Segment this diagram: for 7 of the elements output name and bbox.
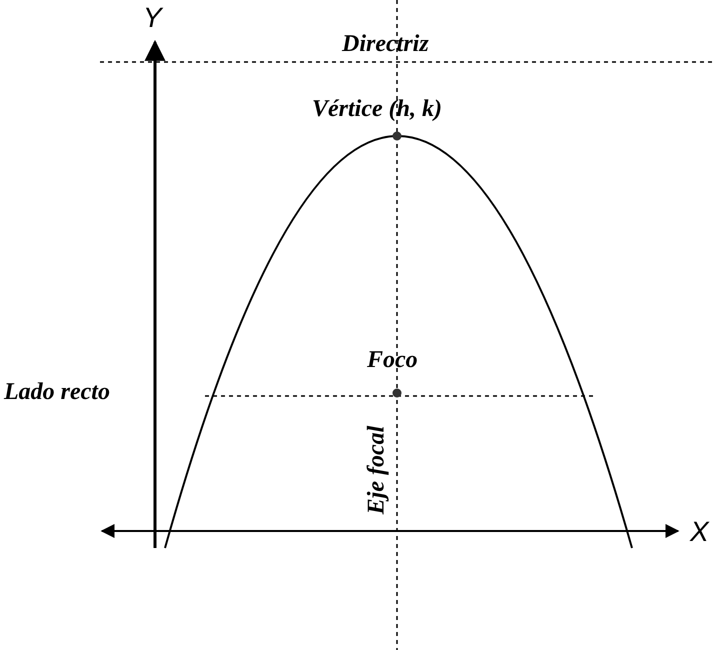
axis-label: Y [143, 4, 162, 32]
directrix-label: Directriz [342, 32, 429, 56]
vertex-label: Vértice (h, k) [312, 97, 442, 121]
focal-axis-label: Eje focal [364, 426, 388, 514]
axis-label: X [690, 518, 709, 546]
latus-rectum-label: Lado recto [4, 380, 110, 404]
focus-label: Foco [367, 348, 418, 372]
